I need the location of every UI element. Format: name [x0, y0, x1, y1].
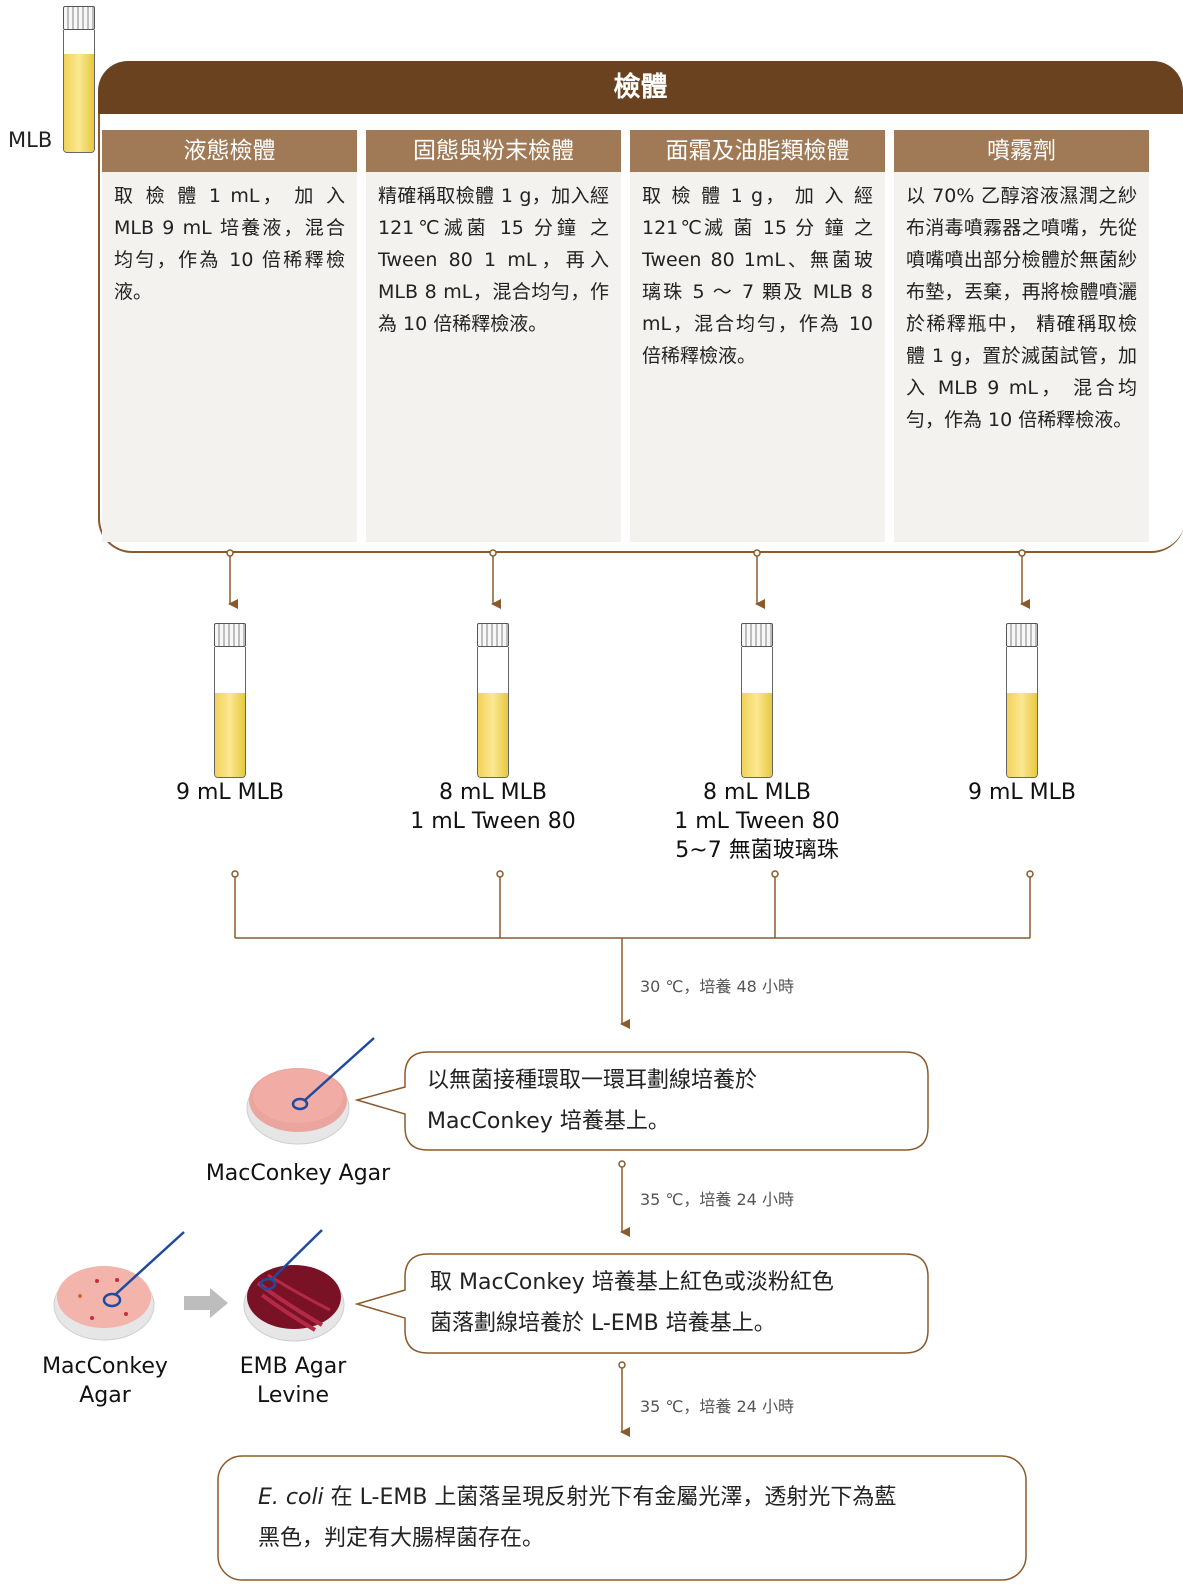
- tube-cap: [477, 623, 509, 647]
- incubation-step-2: 35 ℃，培養 24 小時: [640, 1190, 794, 1209]
- column-body: 取 檢 體 1 g， 加 入 經 121℃滅 菌 15 分 鐘 之 Tween …: [630, 172, 885, 542]
- down-arrow: [226, 549, 238, 609]
- tube-label-4: 9 mL MLB: [967, 780, 1076, 805]
- column-head: 噴霧劑: [894, 130, 1149, 172]
- column-body: 以 70% 乙醇溶液濕潤之紗布消毒噴霧器之噴嘴，先從噴嘴噴出部分檢體於無菌紗布墊…: [894, 172, 1149, 542]
- bubble-2-text: 取 MacConkey 培養基上紅色或淡粉紅色 菌落劃線培養於 L-EMB 培養…: [430, 1270, 834, 1336]
- column-head: 液態檢體: [102, 130, 357, 172]
- mlb-side-tube: [63, 6, 95, 153]
- column-liquid: 液態檢體 取 檢 體 1 mL， 加 入 MLB 9 mL 培養液，混合均勻，作…: [102, 130, 357, 542]
- down-arrow: [1018, 549, 1030, 609]
- down-arrow: [489, 549, 501, 609]
- bubble-1-text: 以無菌接種環取一環耳劃線培養於 MacConkey 培養基上。: [427, 1068, 758, 1134]
- sample-frame: [98, 61, 1183, 553]
- tube-liquid: [64, 54, 94, 152]
- tube-cap: [1006, 623, 1038, 647]
- tube-liquid: [742, 693, 772, 777]
- incubation-step-1: 30 ℃，培養 48 小時: [640, 977, 794, 996]
- tube-liquid: [215, 693, 245, 777]
- incubation-step-3: 35 ℃，培養 24 小時: [640, 1397, 794, 1416]
- tube-liquid: [478, 693, 508, 777]
- culture-tube-3: [741, 623, 773, 778]
- culture-tube-4: [1006, 623, 1038, 778]
- down-arrow: [753, 549, 765, 609]
- column-body: 取 檢 體 1 mL， 加 入 MLB 9 mL 培養液，混合均勻，作為 10 …: [102, 172, 357, 542]
- culture-tube-2: [477, 623, 509, 778]
- tube-label-1: 9 mL MLB: [175, 780, 284, 805]
- column-head: 固態與粉末檢體: [366, 130, 621, 172]
- macconkey-plate-icon: [246, 1037, 375, 1145]
- column-solid: 固態與粉末檢體 精確稱取檢體 1 g，加入經 121℃滅菌 15 分鐘 之 Tw…: [366, 130, 621, 542]
- macconkey-agar-label: MacConkey Agar: [205, 1161, 391, 1186]
- tube-cap: [214, 623, 246, 647]
- tube-cap: [63, 6, 95, 30]
- tube-cap: [741, 623, 773, 647]
- column-head: 面霜及油脂類檢體: [630, 130, 885, 172]
- column-cream: 面霜及油脂類檢體 取 檢 體 1 g， 加 入 經 121℃滅 菌 15 分 鐘…: [630, 130, 885, 542]
- column-spray: 噴霧劑 以 70% 乙醇溶液濕潤之紗布消毒噴霧器之噴嘴，先從噴嘴噴出部分檢體於無…: [894, 130, 1149, 542]
- flow-arrow-3: [618, 1361, 630, 1437]
- result-text: E. coli 在 L-EMB 上菌落呈現反射光下有金屬光澤，透射光下為藍 黑色…: [258, 1485, 897, 1551]
- column-body: 精確稱取檢體 1 g，加入經 121℃滅菌 15 分鐘 之 Tween 80 1…: [366, 172, 621, 542]
- macconkey-agar-label-2: MacConkey Agar: [42, 1354, 168, 1408]
- tube-liquid: [1007, 693, 1037, 777]
- sample-header: 檢體: [98, 61, 1183, 114]
- tube-label-2: 8 mL MLB 1 mL Tween 80: [410, 780, 576, 834]
- emb-agar-label: EMB Agar Levine: [239, 1354, 347, 1408]
- macconkey-plate-small-icon: [53, 1231, 185, 1341]
- tube-label-3: 8 mL MLB 1 mL Tween 80 5~7 無菌玻璃珠: [674, 780, 840, 863]
- merge-bracket: [231, 870, 1034, 939]
- culture-tube-1: [214, 623, 246, 778]
- gray-transfer-arrow: [184, 1288, 228, 1318]
- mlb-side-label: MLB: [8, 128, 53, 152]
- emb-plate-icon: [243, 1229, 345, 1342]
- flow-arrow-2: [618, 1160, 630, 1237]
